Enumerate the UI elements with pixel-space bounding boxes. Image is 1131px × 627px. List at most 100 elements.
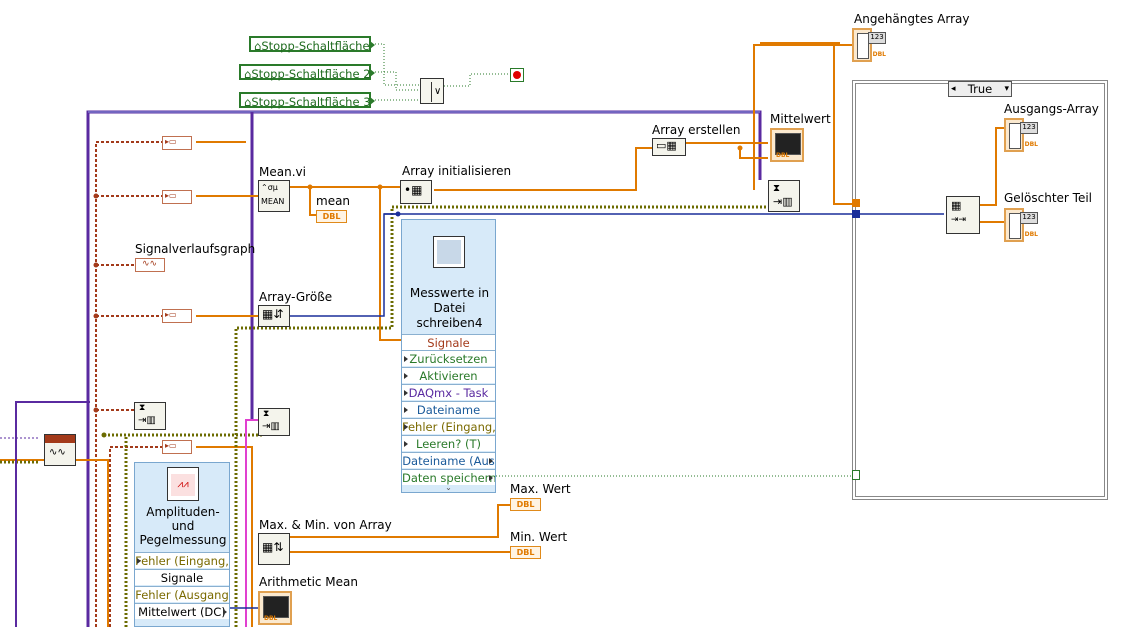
build-array-node[interactable]: ▭▦ [652, 138, 686, 156]
build-array-icon: ▭▦ [656, 139, 677, 152]
signal-graph-label: Signalverlaufsgraph [135, 242, 256, 256]
num-tag: 123 [1020, 122, 1038, 134]
term-amp-mean-dc[interactable]: Mittelwert (DC) [135, 603, 229, 619]
amplitude-title: Amplituden- und Pegelmessung [139, 505, 227, 547]
output-array-indicator[interactable]: 123 DBL [1004, 118, 1038, 152]
write-measurement-file-express[interactable]: Messwerte in Datei schreiben4 Signale Zu… [401, 219, 496, 493]
amplitude-icon: ⩘⩘ [167, 467, 199, 501]
graph-screen-icon [263, 596, 289, 618]
mean-vi-label: Mean.vi [259, 165, 306, 179]
pink-wire [245, 419, 258, 627]
maxmin-node[interactable]: ▦⇅ [258, 533, 290, 565]
dbl-tag: DBL [322, 212, 341, 221]
waveform-icon: ▸▭ [165, 441, 177, 450]
tunnel-boolean [852, 470, 860, 480]
max-value-label: Max. Wert [510, 482, 571, 496]
daq-assistant-node[interactable]: ∿∿ [44, 434, 76, 466]
term-filename-out[interactable]: Dateiname (Aus [402, 452, 495, 468]
term-save-data[interactable]: Daten speichern [402, 469, 495, 485]
term-enable[interactable]: Aktivieren [402, 367, 495, 383]
arith-mean-label: Arithmetic Mean [259, 575, 359, 589]
maxmin-icon: ▦⇅ [262, 540, 284, 554]
sine-wave-icon: ∿∿ [49, 447, 66, 458]
array-init-node[interactable]: •▦ [400, 180, 432, 204]
num-tag: 123 [868, 32, 886, 44]
input-arrow-icon [404, 390, 408, 396]
graph-screen-icon [775, 133, 801, 155]
stop-button-2-terminal[interactable]: ⌂Stopp-Schaltfläche 2 [239, 64, 375, 81]
expand-chevron-icon: ⌄ [445, 483, 452, 492]
dbl-tag: DBL [1024, 231, 1038, 238]
array-init-icon: •▦ [404, 183, 423, 197]
term-signals[interactable]: Signale [402, 334, 495, 350]
case-selector-value: True [967, 82, 993, 96]
stop-button-2-label: Stopp-Schaltfläche 2 [251, 67, 371, 81]
index-icon: ⇥⇥ [951, 215, 967, 225]
waveform-terminal-2[interactable]: ▸▭ [162, 190, 192, 204]
input-arrow-icon [404, 407, 408, 413]
home-icon: ⌂ [254, 39, 262, 53]
dbl-wires [0, 42, 1004, 627]
average-graph-indicator[interactable]: DBL [770, 128, 804, 162]
term-error-in[interactable]: Fehler (Eingang, [402, 418, 495, 434]
num-tag: 123 [1020, 212, 1038, 224]
case-structure[interactable] [852, 80, 1108, 500]
hourglass-icon: ⧗ [773, 183, 781, 194]
array-out-icon: ⇥▥ [262, 421, 280, 432]
array-init-label: Array initialisieren [402, 164, 512, 178]
min-value-indicator[interactable]: DBL [510, 546, 541, 559]
waveform-terminal-4[interactable]: ▸▭ [162, 440, 192, 454]
max-value-indicator[interactable]: DBL [510, 498, 541, 511]
input-arrow-icon [404, 424, 408, 430]
waveform-terminal-1[interactable]: ▸▭ [162, 136, 192, 150]
dbl-tag: DBL [516, 548, 535, 557]
term-amp-signals[interactable]: Signale [135, 569, 229, 585]
deleted-part-indicator[interactable]: 123 DBL [1004, 208, 1038, 242]
output-arrow-icon [489, 475, 493, 481]
delete-array-node[interactable]: ▦ ⇥⇥ [946, 196, 980, 234]
compound-or-node[interactable]: ∨ [420, 78, 444, 104]
array-size-node[interactable]: ▦⇵ [258, 305, 290, 327]
mean-indicator[interactable]: DBL [316, 210, 347, 223]
stop-button-1-terminal[interactable]: ⌂Stopp-Schaltfläche [249, 36, 375, 53]
left-wire-bundle [0, 401, 90, 627]
signal-wires [95, 141, 162, 627]
stop-button-1-label: Stopp-Schaltfläche [261, 39, 370, 53]
or-inputs [423, 82, 432, 102]
array-delete-icon: ▦ [951, 199, 962, 212]
delete-from-array-node[interactable]: ⧗⇥▥ [768, 180, 800, 212]
boolean-wires [372, 43, 856, 477]
dbl-tag: DBL [776, 152, 790, 159]
junction-dots [93, 145, 743, 438]
delete-from-array-mid-node[interactable]: ⧗ ⇥▥ [258, 408, 290, 436]
array-index-icon [1009, 213, 1021, 239]
delete-from-array-left-node[interactable]: ⧗⇥▥ [134, 402, 166, 430]
waveform-terminal-3[interactable]: ▸▭ [162, 309, 192, 323]
output-arrow-icon [370, 69, 375, 77]
hourglass-icon: ⧗ [263, 409, 270, 419]
array-size-label: Array-Größe [259, 290, 333, 304]
arith-mean-graph-indicator[interactable]: DBL [258, 591, 292, 625]
amplitude-level-express[interactable]: ⩘⩘ Amplituden- und Pegelmessung Fehler (… [134, 462, 230, 627]
dbl-tag: DBL [1024, 141, 1038, 148]
term-reset[interactable]: Zurücksetzen [402, 350, 495, 366]
appended-array-indicator[interactable]: 123 DBL [852, 28, 886, 62]
term-flush[interactable]: Leeren? (T) [402, 435, 495, 451]
signal-graph-terminal[interactable]: ∿∿ [135, 258, 165, 272]
mean-vi-caption: MEAN [261, 197, 285, 206]
term-amp-error-out[interactable]: Fehler (Ausgang [135, 586, 229, 602]
case-selector[interactable]: ◂ True ▾ [948, 81, 1012, 97]
input-arrow-icon [404, 441, 408, 447]
output-arrow-icon [223, 609, 227, 615]
output-arrow-icon [489, 458, 493, 464]
stop-condition-terminal[interactable] [510, 68, 524, 82]
term-filename[interactable]: Dateiname [402, 401, 495, 417]
output-arrow-icon [370, 41, 375, 49]
stop-button-3-terminal[interactable]: ⌂Stopp-Schaltfläche 3 [239, 92, 375, 109]
term-daqmx-task[interactable]: DAQmx - Task [402, 384, 495, 400]
term-amp-error-in[interactable]: Fehler (Eingang, [135, 552, 229, 568]
mean-vi-node[interactable]: ⌃σμ MEAN [258, 180, 290, 212]
output-array-label: Ausgangs-Array [1004, 102, 1099, 116]
daq-header-icon [45, 435, 75, 443]
